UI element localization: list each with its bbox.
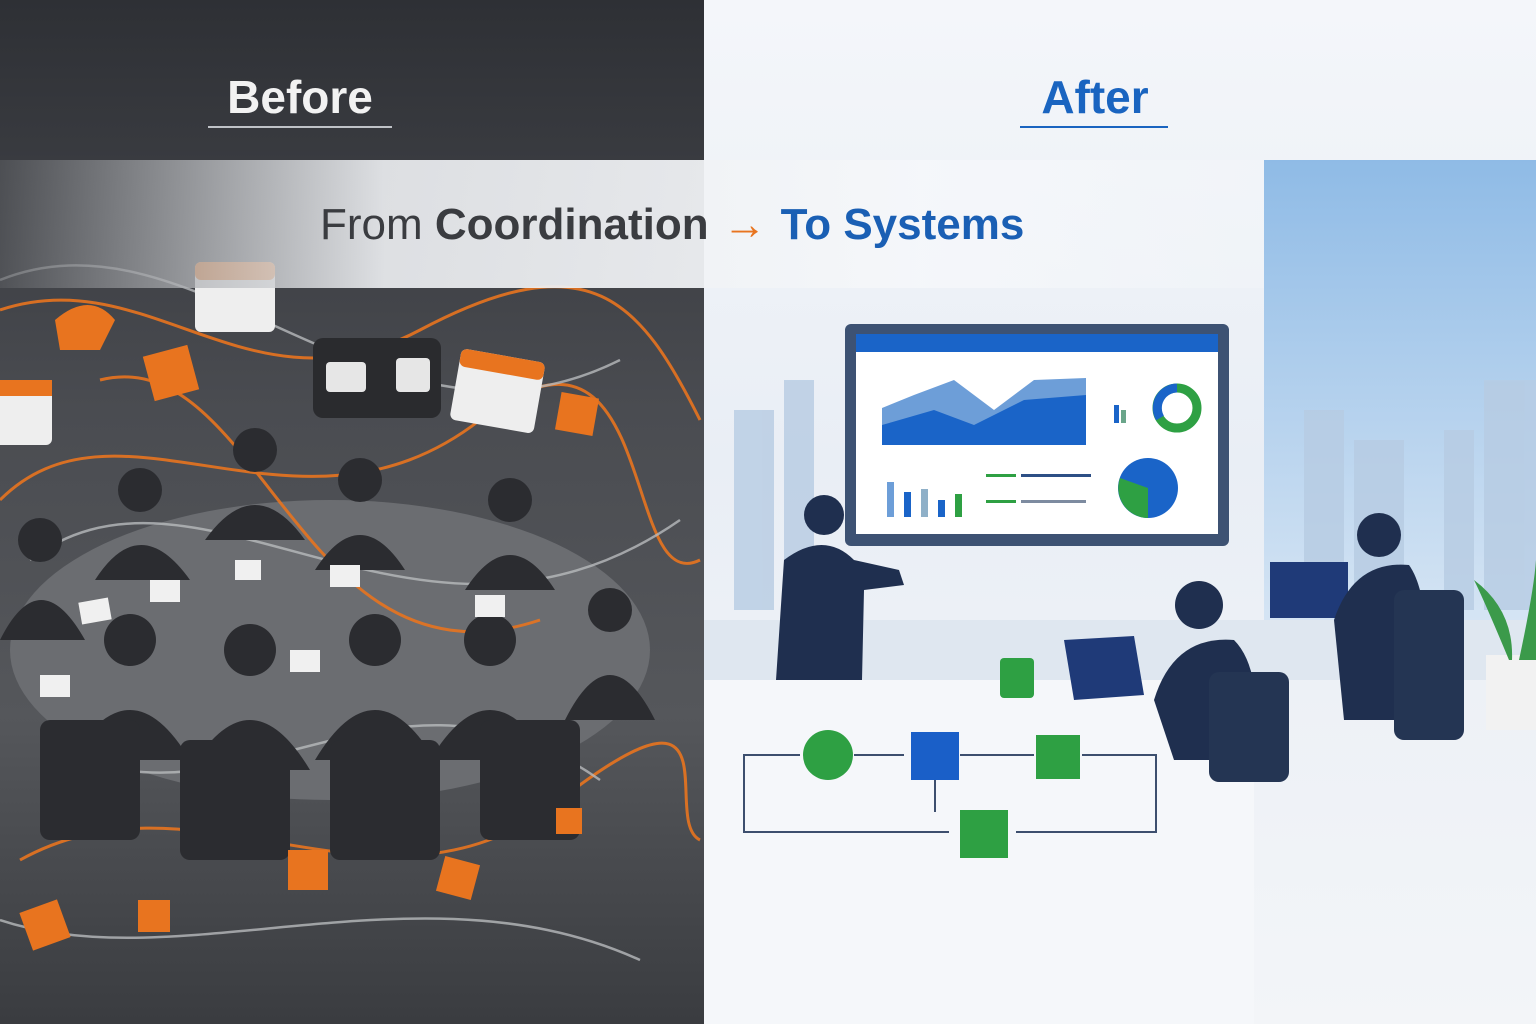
calendar-icon (0, 380, 52, 445)
before-heading: Before (227, 71, 373, 123)
plant-icon (1474, 560, 1536, 730)
dashboard-monitor (845, 324, 1229, 546)
scattered-papers (40, 560, 505, 697)
flow-process-node (1036, 735, 1080, 779)
flow-end-node (960, 810, 1008, 858)
laptop-worker-silhouette (1064, 581, 1289, 782)
sticky-notes (19, 305, 600, 951)
organized-office-illustration (704, 160, 1536, 1024)
flow-start-node (803, 730, 853, 780)
after-heading: After (1041, 71, 1149, 123)
after-underline (1020, 126, 1168, 128)
arrow-right-icon: → (722, 200, 767, 249)
tagline: From Coordination → To Systems (320, 200, 1024, 250)
tagline-to-systems: To Systems (780, 200, 1025, 249)
workflow-diagram (743, 730, 1157, 858)
chaotic-meeting-illustration (0, 262, 702, 962)
desktop-worker-silhouette (1270, 513, 1464, 740)
tagline-coordination: Coordination (434, 200, 709, 249)
tagline-from: From (320, 200, 423, 249)
video-call-icon (313, 338, 441, 418)
presenter-silhouette (776, 495, 904, 680)
flow-process-node (911, 732, 959, 780)
coffee-mug-icon (1000, 658, 1034, 698)
silhouette-people (0, 428, 655, 860)
calendar-icon (450, 349, 545, 433)
before-underline (208, 126, 392, 128)
